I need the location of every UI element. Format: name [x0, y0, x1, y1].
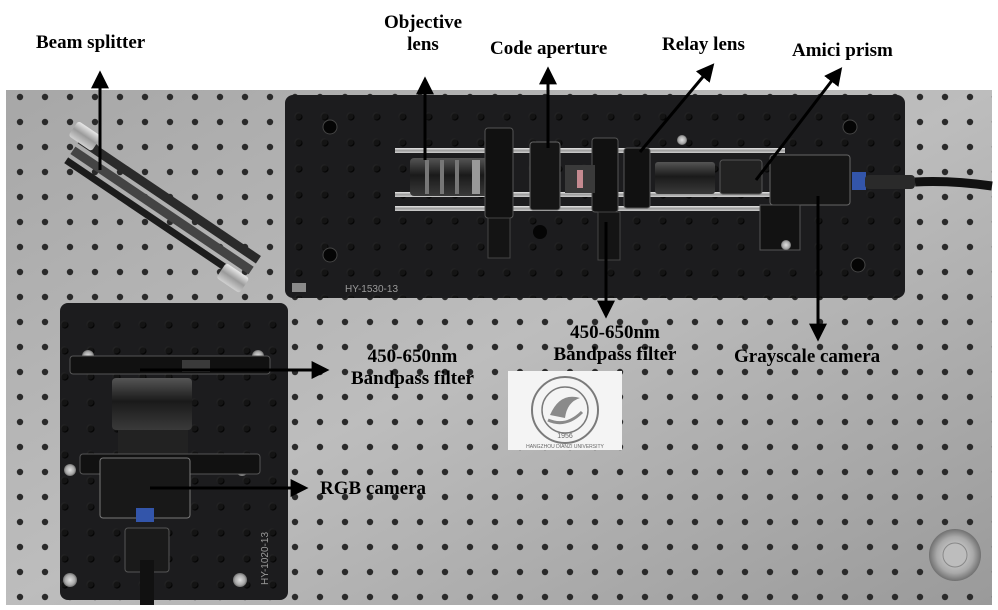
label-amici-prism: Amici prism: [792, 40, 893, 61]
label-relay-lens: Relay lens: [662, 34, 745, 55]
university-logo-card: 1956 HANGZHOU DIANZI UNIVERSITY: [508, 371, 622, 450]
logo-year-text: 1956: [557, 433, 573, 440]
optical-rail-assembly: [395, 127, 993, 261]
label-rgb-camera: RGB camera: [320, 478, 427, 499]
label-grayscale-camera: Grayscale camera: [734, 346, 881, 367]
label-bandpass-left-line2: Bandpass filter: [351, 368, 474, 389]
label-objective-lens-line2: lens: [407, 34, 439, 55]
label-code-aperture: Code aperture: [490, 38, 608, 59]
label-bandpass-top: 450-650nm Bandpass filter: [530, 322, 700, 366]
label-bandpass-left-line1: 450-650nm: [367, 346, 458, 367]
beam-splitter-object: [64, 121, 261, 293]
logo-ring-text: HANGZHOU DIANZI UNIVERSITY: [526, 444, 604, 450]
label-bandpass-top-line1: 450-650nm: [570, 322, 660, 343]
label-objective-lens: Objective lens: [368, 12, 478, 56]
label-bandpass-top-line2: Bandpass filter: [553, 344, 677, 365]
large-plate-model-text: HY-1530-13: [345, 284, 398, 295]
annotation-arrows: [91, 63, 843, 497]
arrow-amici-prism: [754, 67, 843, 181]
arrow-relay-lens: [638, 63, 715, 153]
small-plate-model-text: HY-1020-13: [260, 532, 271, 585]
label-bandpass-left: 450-650nm Bandpass filter: [330, 346, 495, 390]
label-objective-lens-line1: Objective: [383, 12, 463, 33]
label-beam-splitter: Beam splitter: [36, 32, 146, 53]
